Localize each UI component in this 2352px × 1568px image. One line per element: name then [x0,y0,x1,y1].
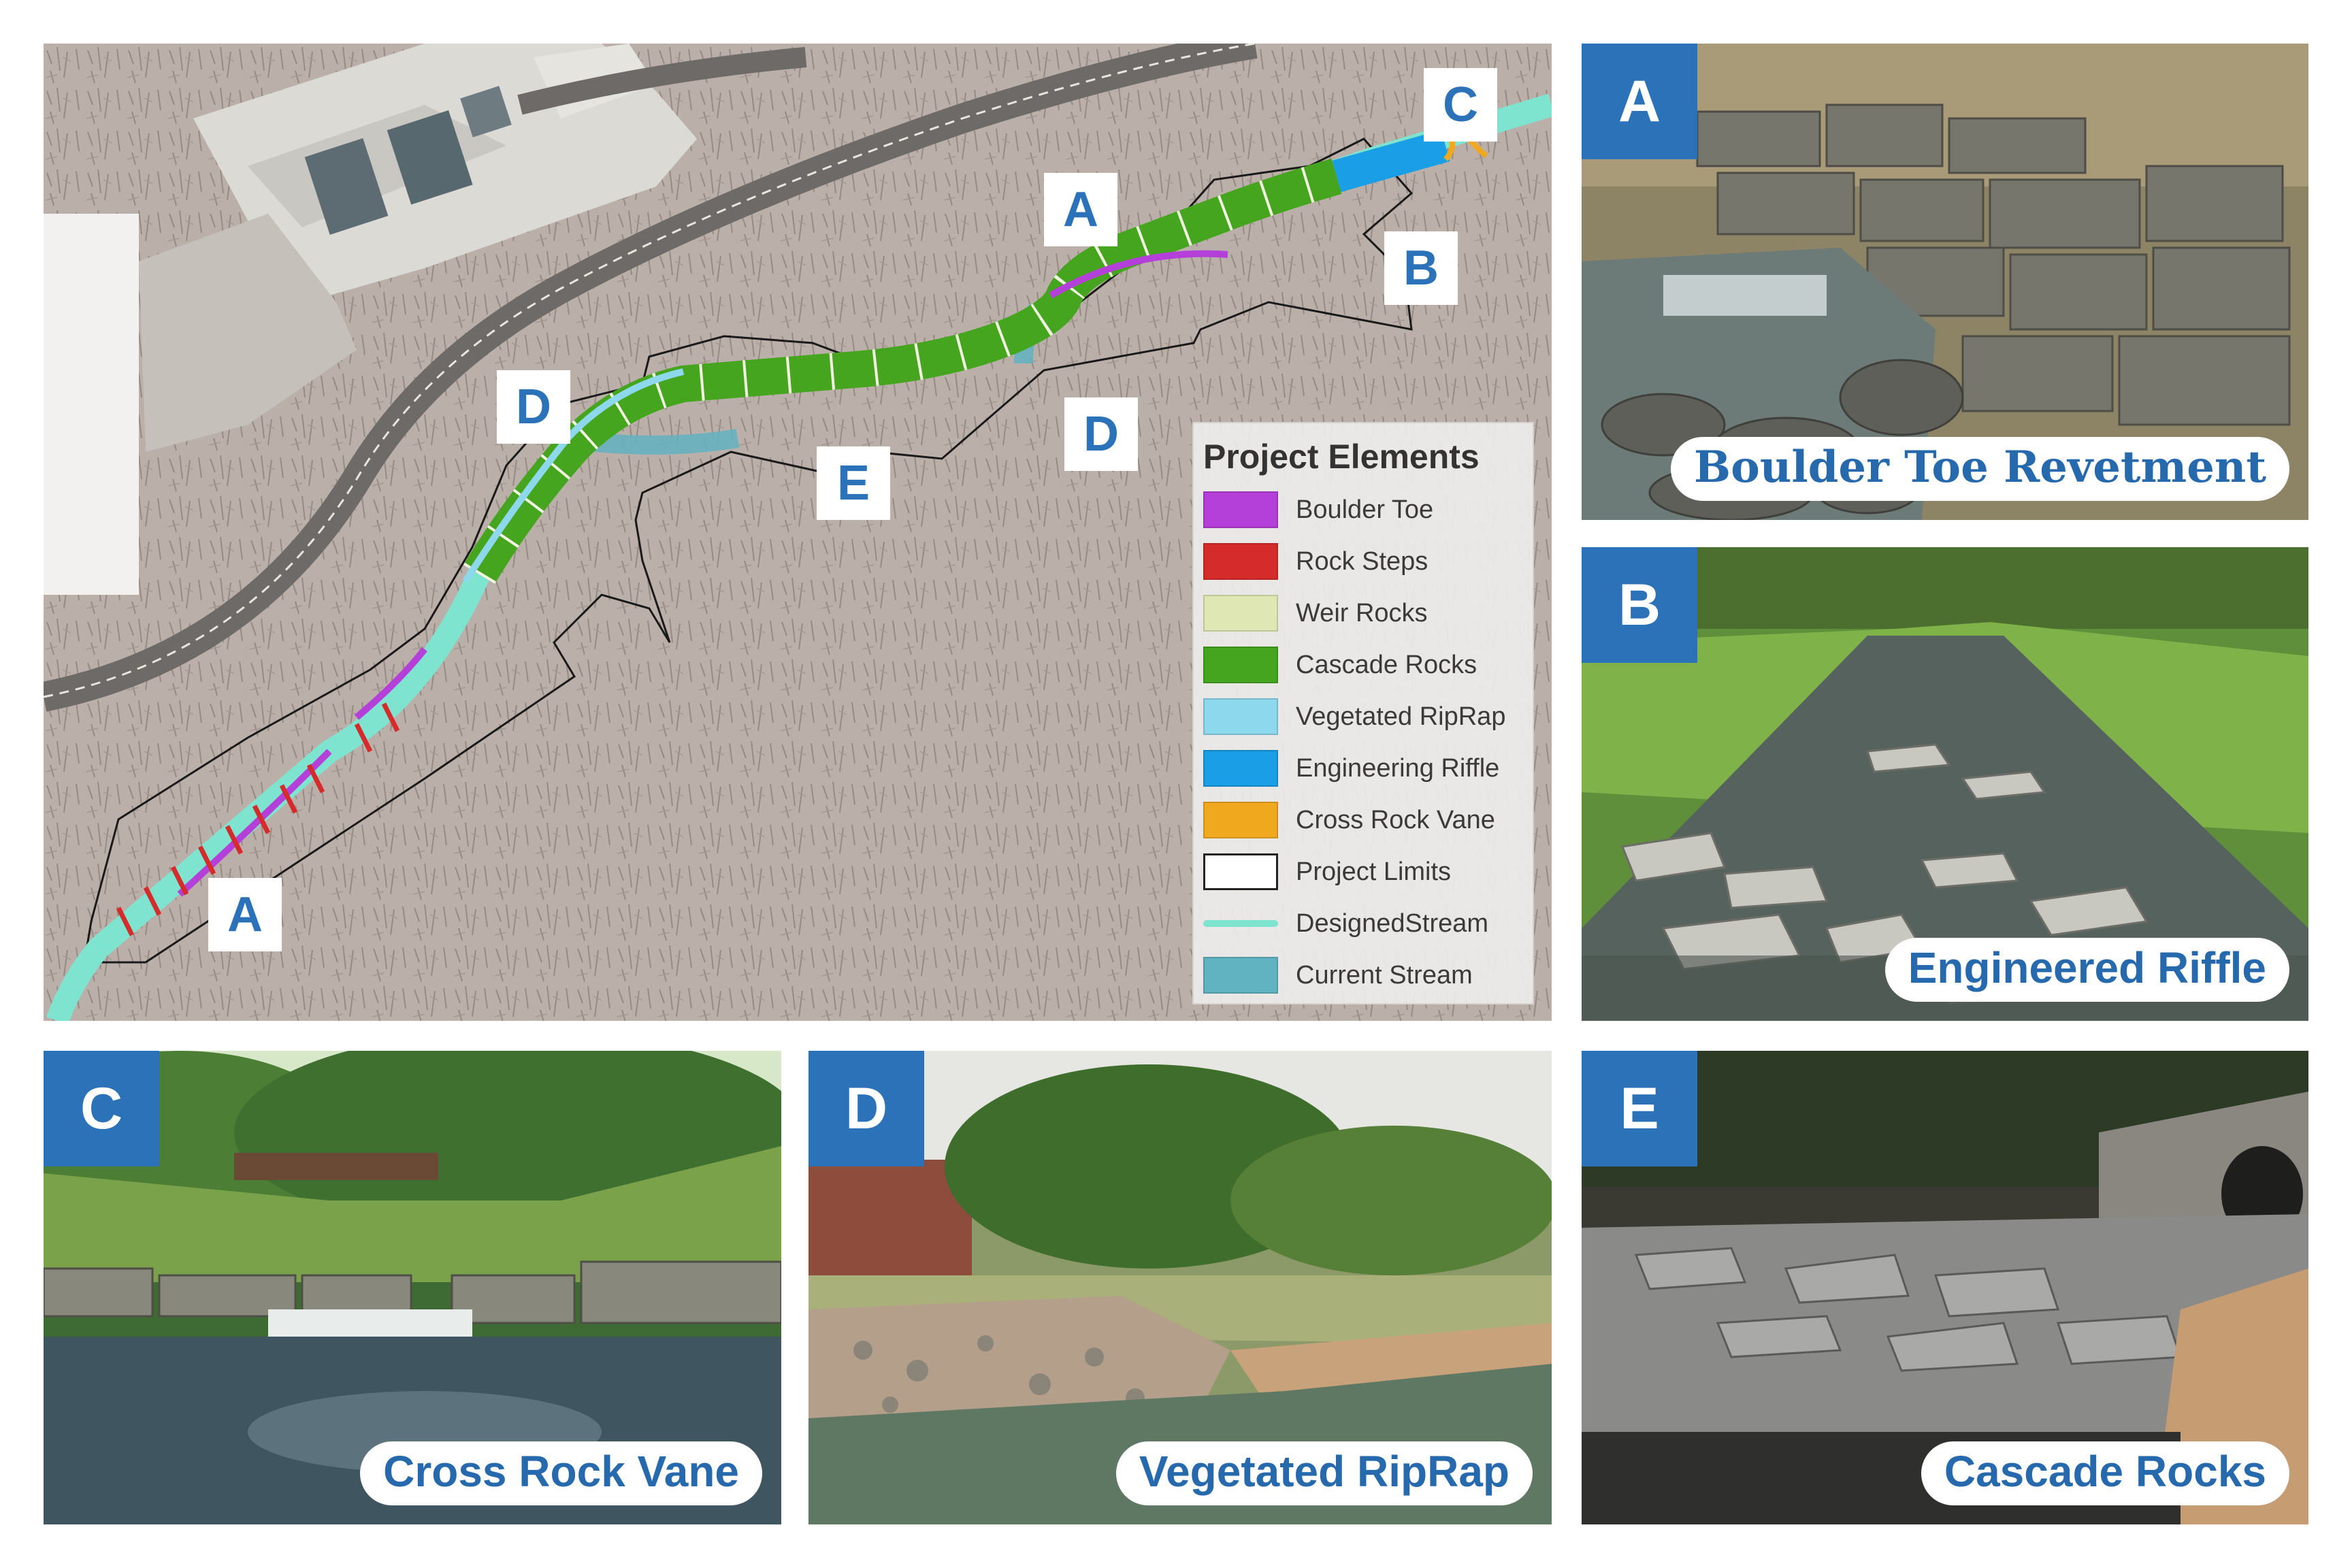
map-label-d-right: D [1064,397,1138,471]
photo-letter-e: E [1582,1051,1697,1166]
legend-item: Engineering Riffle [1203,747,1523,788]
map-label-e: E [817,446,890,520]
legend-item: Project Limits [1203,851,1523,892]
legend-label: Boulder Toe [1296,495,1434,524]
rock-steps [116,702,400,936]
legend-item: Cascade Rocks [1203,644,1523,685]
legend-label: Weir Rocks [1296,599,1428,627]
photo-panel-d[interactable]: D Vegetated RipRap [808,1051,1552,1524]
photo-caption-c: Cross Rock Vane [360,1441,762,1505]
legend-item: Rock Steps [1203,540,1523,581]
legend-item: Current Stream [1203,954,1523,995]
photo-letter-a: A [1582,44,1697,159]
legend-item: Boulder Toe [1203,489,1523,529]
legend-label: DesignedStream [1296,909,1489,938]
legend-item: Weir Rocks [1203,592,1523,633]
engineering-riffle [1332,129,1450,193]
photo-caption-d: Vegetated RipRap [1115,1441,1533,1505]
photo-caption-b: Engineered Riffle [1884,938,2289,1002]
legend-swatch [1203,543,1278,580]
photo-caption-a: Boulder Toe Revetment [1671,437,2289,501]
legend-item: DesignedStream [1203,902,1523,943]
legend-swatch [1203,957,1278,994]
legend-label: Project Limits [1296,858,1452,886]
legend-swatch [1203,647,1278,683]
legend-swatch [1203,750,1278,787]
legend-swatch [1203,698,1278,735]
cross-rock-vane-photo [44,1051,781,1524]
legend-item: Vegetated RipRap [1203,696,1523,736]
building-left [44,214,139,595]
map-label-c: C [1424,68,1497,142]
parking-lot [139,214,357,452]
legend-item: Cross Rock Vane [1203,799,1523,840]
legend-label: Vegetated RipRap [1296,702,1506,731]
legend-swatch [1203,491,1278,528]
legend-swatch [1203,905,1278,942]
photo-panel-a[interactable]: A Boulder Toe Revetment [1582,44,2308,520]
legend-label: Current Stream [1296,961,1473,990]
photo-panel-e[interactable]: E Cascade Rocks [1582,1051,2308,1524]
photo-caption-e: Cascade Rocks [1921,1441,2289,1505]
project-map[interactable]: A B C D D E A Project Elements Boulder T… [44,44,1552,1021]
legend-label: Engineering Riffle [1296,754,1500,783]
cascade-rocks-band [463,159,1342,584]
photo-letter-d: D [808,1051,924,1166]
map-label-a-upper: A [1044,173,1117,246]
legend-label: Cascade Rocks [1296,651,1477,679]
map-label-d-left: D [497,370,570,444]
map-label-b: B [1384,231,1458,305]
legend-swatch [1203,853,1278,890]
photo-panel-b[interactable]: B Engineered Riffle [1582,547,2308,1021]
legend-label: Cross Rock Vane [1296,806,1495,834]
legend-title: Project Elements [1203,438,1480,476]
map-label-a-lower: A [208,878,282,951]
photo-letter-c: C [44,1051,159,1166]
photo-panel-c[interactable]: C Cross Rock Vane [44,1051,781,1524]
legend-swatch [1203,595,1278,632]
photo-letter-b: B [1582,547,1697,663]
legend-label: Rock Steps [1296,547,1428,576]
legend-swatch [1203,802,1278,838]
